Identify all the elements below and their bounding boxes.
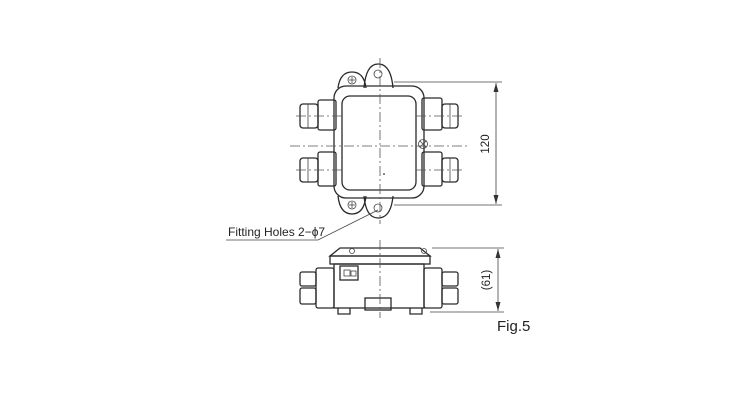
side-body — [333, 263, 425, 309]
depth-dimension: (61) — [430, 247, 504, 313]
mounting-ear-bottom-right — [363, 195, 394, 219]
height-dimension: 120 — [394, 81, 502, 206]
mounting-ear-bottom-left — [337, 195, 367, 215]
fitting-holes-label: Fitting Holes 2−ϕ7 — [228, 225, 325, 239]
box-cover — [341, 95, 417, 191]
side-clip — [339, 265, 359, 281]
side-feet — [337, 308, 423, 315]
center-mark — [383, 173, 385, 175]
top-view — [290, 58, 470, 224]
depth-dimension-label: (61) — [481, 270, 493, 291]
side-bottom-tab — [364, 297, 392, 311]
cable-gland-left-upper — [299, 99, 337, 131]
gland-centerlines — [296, 115, 462, 171]
side-gland-left — [299, 267, 335, 309]
box-body-outline — [333, 85, 425, 199]
fitting-holes-callout: Fitting Holes 2−ϕ7 — [226, 209, 379, 241]
cable-gland-right-upper — [421, 97, 459, 131]
side-gland-right — [423, 267, 459, 309]
cover-screw-icon — [418, 139, 428, 149]
mounting-ear-top-right — [363, 63, 394, 89]
side-view — [299, 240, 459, 318]
figure-label: Fig.5 — [497, 318, 530, 335]
cable-gland-right-lower — [421, 151, 459, 187]
cable-gland-left-lower — [299, 151, 337, 187]
height-dimension-label: 120 — [480, 134, 492, 153]
mounting-ear-top-left — [337, 71, 367, 89]
